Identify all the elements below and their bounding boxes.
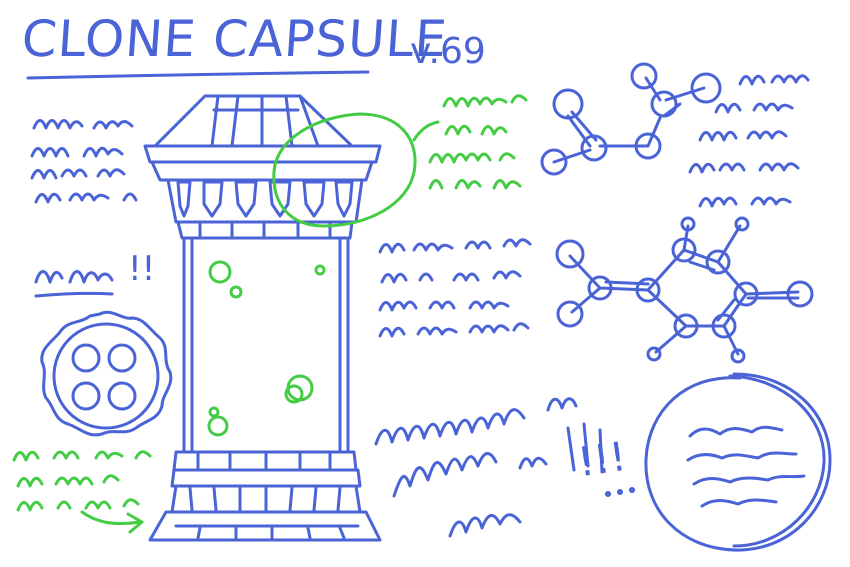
title-underline	[26, 70, 370, 80]
exclaim-small: !!	[128, 249, 156, 289]
scribble-left-mid	[34, 270, 114, 284]
scribble-right-top	[688, 74, 810, 208]
scribble-lower-center	[374, 397, 604, 538]
callout-circle	[272, 112, 417, 228]
scribble-center	[378, 238, 532, 338]
benzene-ring-icon	[555, 216, 814, 364]
arrow-icon	[80, 510, 144, 534]
cell-sphere-icon	[40, 310, 173, 437]
magnify-circle	[644, 372, 832, 552]
green-notes-bottom-left	[12, 450, 152, 534]
callout-pointer	[412, 120, 440, 142]
capsule-drawing	[143, 94, 382, 542]
scribble-left-top	[30, 119, 138, 204]
version-label: v.69	[410, 31, 486, 72]
molecule-chain-icon	[540, 62, 722, 176]
green-notes-right	[428, 94, 528, 190]
